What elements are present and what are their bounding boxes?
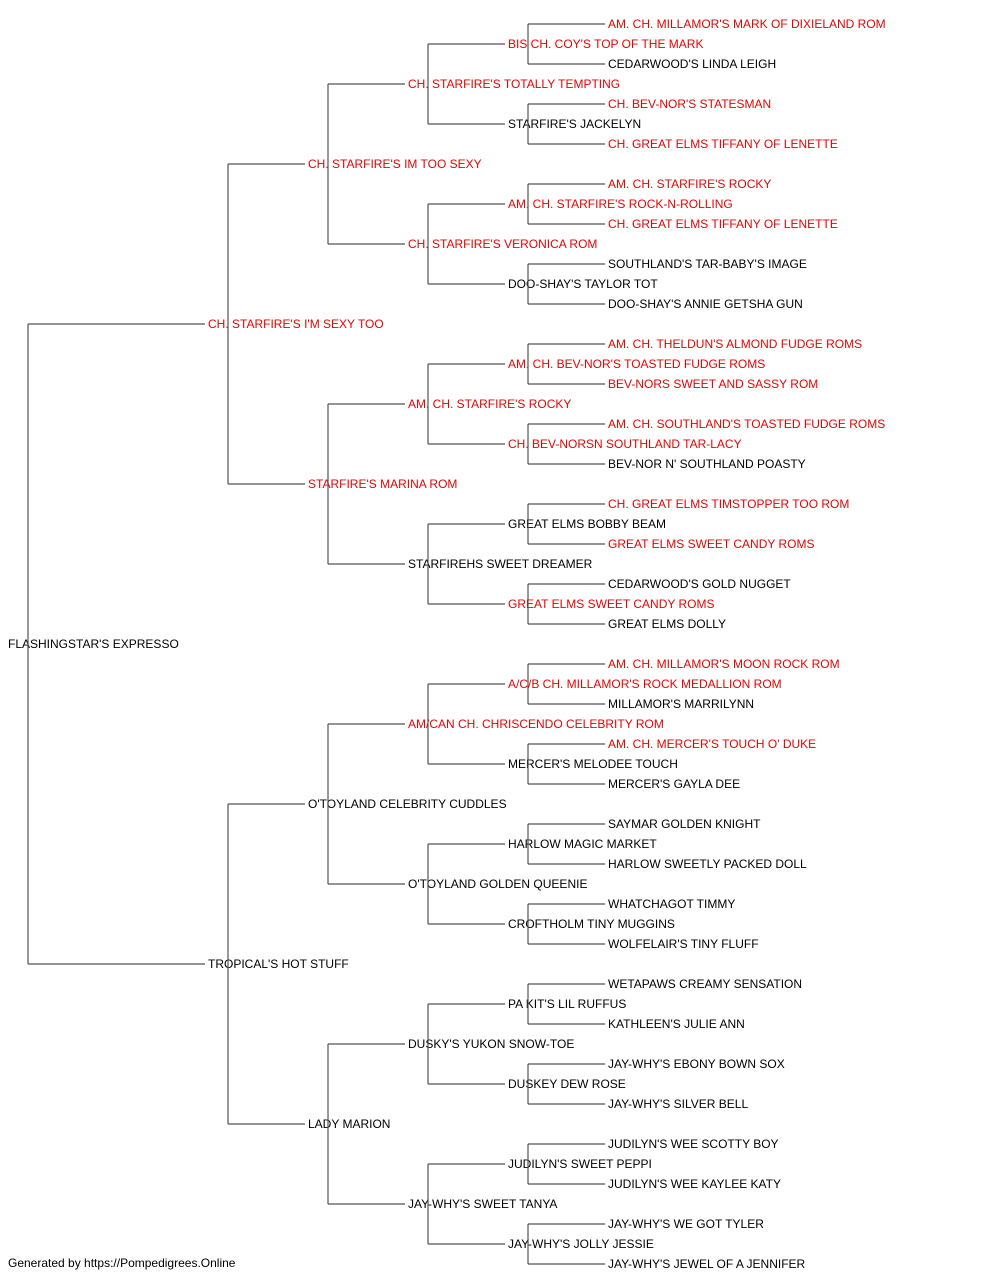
dog-name-root-sire-dam-dam-dam: GREAT ELMS SWEET CANDY ROMS [508,597,714,611]
dog-name-root-dam-dam-dam-sire: JUDILYN'S SWEET PEPPI [508,1157,652,1171]
dog-name-root-dam-dam-dam: JAY-WHY'S SWEET TANYA [408,1197,557,1211]
dog-name-root-sire-sire: CH. STARFIRE'S IM TOO SEXY [308,157,482,171]
dog-name-root-sire-sire-dam: CH. STARFIRE'S VERONICA ROM [408,237,597,251]
dog-name-root-dam-sire-dam-sire-dam: HARLOW SWEETLY PACKED DOLL [608,857,807,871]
dog-name-root-sire-sire-sire-sire-sire: AM. CH. MILLAMOR'S MARK OF DIXIELAND ROM [608,17,886,31]
dog-name-root-dam-sire-sire-dam: MERCER'S MELODEE TOUCH [508,757,678,771]
dog-name-root-dam-sire-dam: O'TOYLAND GOLDEN QUEENIE [408,877,587,891]
dog-name-root-sire-dam-sire-sire: AM. CH. BEV-NOR'S TOASTED FUDGE ROMS [508,357,765,371]
dog-name-root-dam-sire-sire-dam-sire: AM. CH. MERCER'S TOUCH O' DUKE [608,737,816,751]
dog-name-root-sire-sire-sire-sire-dam: CEDARWOOD'S LINDA LEIGH [608,57,776,71]
dog-name-root-dam-sire-dam-dam: CROFTHOLM TINY MUGGINS [508,917,675,931]
dog-name-root-sire-dam-sire-dam-dam: BEV-NOR N' SOUTHLAND POASTY [608,457,806,471]
dog-name-root-sire-dam-sire-sire-dam: BEV-NORS SWEET AND SASSY ROM [608,377,818,391]
dog-name-root-sire-sire-dam-sire-dam: CH. GREAT ELMS TIFFANY OF LENETTE [608,217,838,231]
dog-name-root-dam-dam-dam-sire-sire: JUDILYN'S WEE SCOTTY BOY [608,1137,779,1151]
dog-name-root-dam-dam-sire-dam: DUSKEY DEW ROSE [508,1077,626,1091]
dog-name-root-sire-dam-dam-sire: GREAT ELMS BOBBY BEAM [508,517,666,531]
dog-name-root: FLASHINGSTAR'S EXPRESSO [8,637,179,651]
dog-name-root-dam-dam-sire-sire: PA KIT'S LIL RUFFUS [508,997,626,1011]
dog-name-root-dam-dam-dam-sire-dam: JUDILYN'S WEE KAYLEE KATY [608,1177,781,1191]
dog-name-root-dam-dam: LADY MARION [308,1117,390,1131]
dog-name-root-dam-dam-dam-dam: JAY-WHY'S JOLLY JESSIE [508,1237,654,1251]
dog-name-root-dam-sire-dam-sire: HARLOW MAGIC MARKET [508,837,657,851]
dog-name-root-dam-dam-dam-dam-sire: JAY-WHY'S WE GOT TYLER [608,1217,764,1231]
dog-name-root-sire-dam-dam-sire-sire: CH. GREAT ELMS TIMSTOPPER TOO ROM [608,497,849,511]
dog-name-root-sire-sire-sire: CH. STARFIRE'S TOTALLY TEMPTING [408,77,620,91]
dog-name-root-dam-sire-sire-sire-sire: AM. CH. MILLAMOR'S MOON ROCK ROM [608,657,840,671]
dog-name-root-sire-sire-dam-dam: DOO-SHAY'S TAYLOR TOT [508,277,658,291]
dog-name-root-dam-sire-sire-sire: A/C/B CH. MILLAMOR'S ROCK MEDALLION ROM [508,677,782,691]
dog-name-root-sire-sire-sire-dam: STARFIRE'S JACKELYN [508,117,641,131]
dog-name-root-dam-dam-sire-dam-sire: JAY-WHY'S EBONY BOWN SOX [608,1057,785,1071]
dog-name-root-dam: TROPICAL'S HOT STUFF [208,957,349,971]
dog-name-root-dam-sire-sire: AM/CAN CH. CHRISCENDO CELEBRITY ROM [408,717,664,731]
dog-name-root-sire-sire-dam-sire: AM. CH. STARFIRE'S ROCK-N-ROLLING [508,197,733,211]
dog-name-root-sire-sire-dam-sire-sire: AM. CH. STARFIRE'S ROCKY [608,177,771,191]
dog-name-root-dam-sire-dam-dam-sire: WHATCHAGOT TIMMY [608,897,735,911]
dog-name-root-sire-dam-sire-sire-sire: AM. CH. THELDUN'S ALMOND FUDGE ROMS [608,337,862,351]
dog-name-root-sire-dam-dam-dam-dam: GREAT ELMS DOLLY [608,617,726,631]
dog-name-root-sire-dam-sire-dam: CH. BEV-NORSN SOUTHLAND TAR-LACY [508,437,742,451]
dog-name-root-sire-sire-sire-dam-sire: CH. BEV-NOR'S STATESMAN [608,97,771,111]
dog-name-root-dam-sire-dam-sire-sire: SAYMAR GOLDEN KNIGHT [608,817,761,831]
dog-name-root-sire-dam-sire-dam-sire: AM. CH. SOUTHLAND'S TOASTED FUDGE ROMS [608,417,885,431]
dog-name-root-dam-dam-sire-sire-sire: WETAPAWS CREAMY SENSATION [608,977,802,991]
dog-name-root-sire-dam-dam-dam-sire: CEDARWOOD'S GOLD NUGGET [608,577,791,591]
dog-name-root-sire-dam-dam-sire-dam: GREAT ELMS SWEET CANDY ROMS [608,537,814,551]
dog-name-root-dam-dam-sire-sire-dam: KATHLEEN'S JULIE ANN [608,1017,745,1031]
dog-name-root-sire-sire-dam-dam-dam: DOO-SHAY'S ANNIE GETSHA GUN [608,297,803,311]
dog-name-root-dam-dam-sire-dam-dam: JAY-WHY'S SILVER BELL [608,1097,748,1111]
dog-name-root-dam-sire: O'TOYLAND CELEBRITY CUDDLES [308,797,507,811]
dog-name-root-dam-dam-dam-dam-dam: JAY-WHY'S JEWEL OF A JENNIFER [608,1257,806,1271]
dog-name-root-sire-sire-sire-sire: BIS CH. COY'S TOP OF THE MARK [508,37,703,51]
dog-name-root-sire-dam-dam: STARFIREHS SWEET DREAMER [408,557,593,571]
dog-name-root-sire-dam-sire: AM. CH. STARFIRE'S ROCKY [408,397,571,411]
dog-name-root-dam-dam-sire: DUSKY'S YUKON SNOW-TOE [408,1037,574,1051]
dog-name-root-sire-dam: STARFIRE'S MARINA ROM [308,477,457,491]
dog-name-root-dam-sire-dam-dam-dam: WOLFELAIR'S TINY FLUFF [608,937,759,951]
generated-by-footer: Generated by https://Pompedigrees.Online [8,1256,236,1270]
dog-name-root-sire-sire-sire-dam-dam: CH. GREAT ELMS TIFFANY OF LENETTE [608,137,838,151]
dog-name-root-sire-sire-dam-dam-sire: SOUTHLAND'S TAR-BABY'S IMAGE [608,257,807,271]
dog-name-root-sire: CH. STARFIRE'S I'M SEXY TOO [208,317,384,331]
dog-name-root-dam-sire-sire-sire-dam: MILLAMOR'S MARRILYNN [608,697,754,711]
dog-name-root-dam-sire-sire-dam-dam: MERCER'S GAYLA DEE [608,777,740,791]
